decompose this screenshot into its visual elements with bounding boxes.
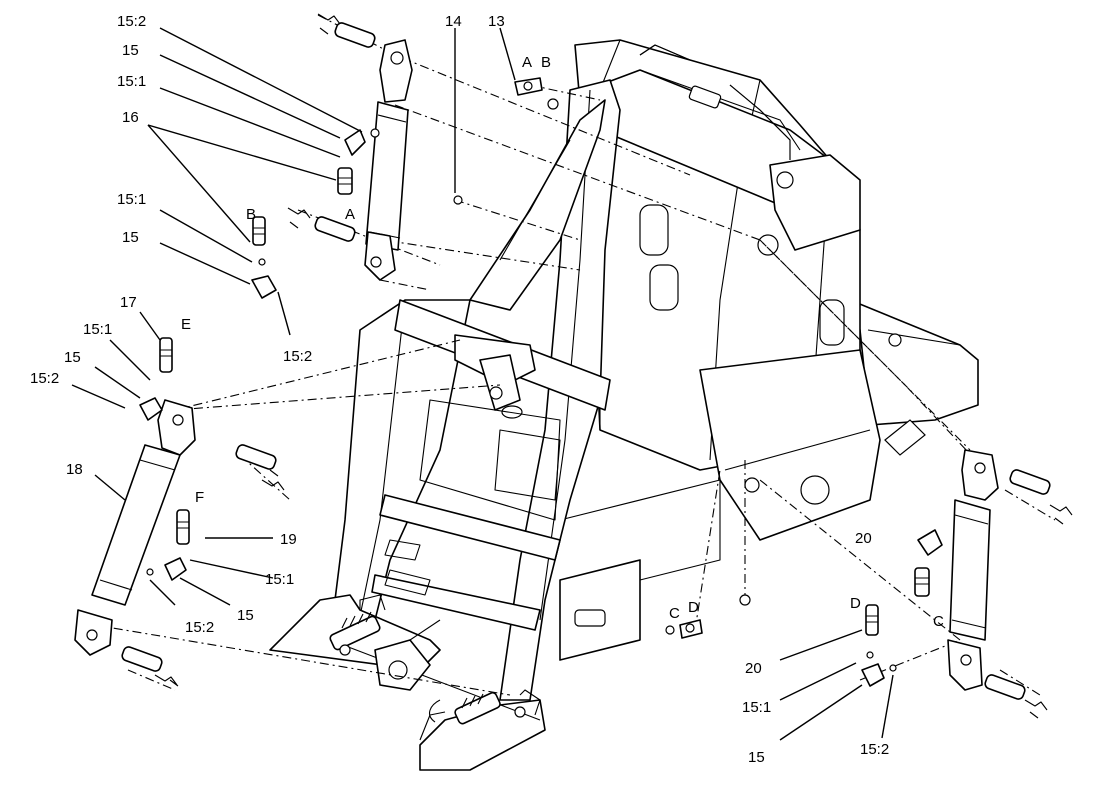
callout-leader-lines <box>71 27 894 741</box>
callout-19: 19 <box>280 531 297 548</box>
callout-letter-c: C <box>669 605 680 622</box>
callout-15-2: 15:2 <box>117 13 146 30</box>
callout-16: 16 <box>122 109 139 126</box>
callout-20: 20 <box>745 660 762 677</box>
lift-cylinder-lower-left <box>74 337 285 687</box>
callout-15: 15 <box>122 229 139 246</box>
callout-letter-d: D <box>688 599 699 616</box>
callout-18: 18 <box>66 461 83 478</box>
callout-15: 15 <box>122 42 139 59</box>
callout-labels: 15:2 15 15:1 16 15:1 15 B A 15:2 14 13 A… <box>30 13 944 766</box>
callout-15: 15 <box>64 349 81 366</box>
loader-arms <box>269 79 621 771</box>
main-frame <box>559 39 979 661</box>
callout-15-2: 15:2 <box>185 619 214 636</box>
callout-15-1: 15:1 <box>742 699 771 716</box>
lift-cylinder-right <box>861 449 1073 719</box>
callout-15-2: 15:2 <box>283 348 312 365</box>
callout-15: 15 <box>237 607 254 624</box>
callout-15-1: 15:1 <box>117 73 146 90</box>
callout-14: 14 <box>445 13 462 30</box>
callout-15-1: 15:1 <box>83 321 112 338</box>
callout-15-2: 15:2 <box>30 370 59 387</box>
callout-20: 20 <box>855 530 872 547</box>
callout-letter-a: A <box>522 54 532 71</box>
callout-13: 13 <box>488 13 505 30</box>
hose-clamp-parts <box>453 77 751 639</box>
callout-15-1: 15:1 <box>265 571 294 588</box>
callout-letter-c: C <box>933 613 944 630</box>
callout-letter-b: B <box>246 206 256 223</box>
callout-letter-f: F <box>195 489 204 506</box>
callout-15-1: 15:1 <box>117 191 146 208</box>
callout-letter-a: A <box>345 206 355 223</box>
callout-15: 15 <box>748 749 765 766</box>
callout-letter-e: E <box>181 316 191 333</box>
callout-15-2: 15:2 <box>860 741 889 758</box>
callout-letter-d: D <box>850 595 861 612</box>
lift-cylinder-upper-left <box>251 13 413 299</box>
callout-17: 17 <box>120 294 137 311</box>
callout-letter-b: B <box>541 54 551 71</box>
